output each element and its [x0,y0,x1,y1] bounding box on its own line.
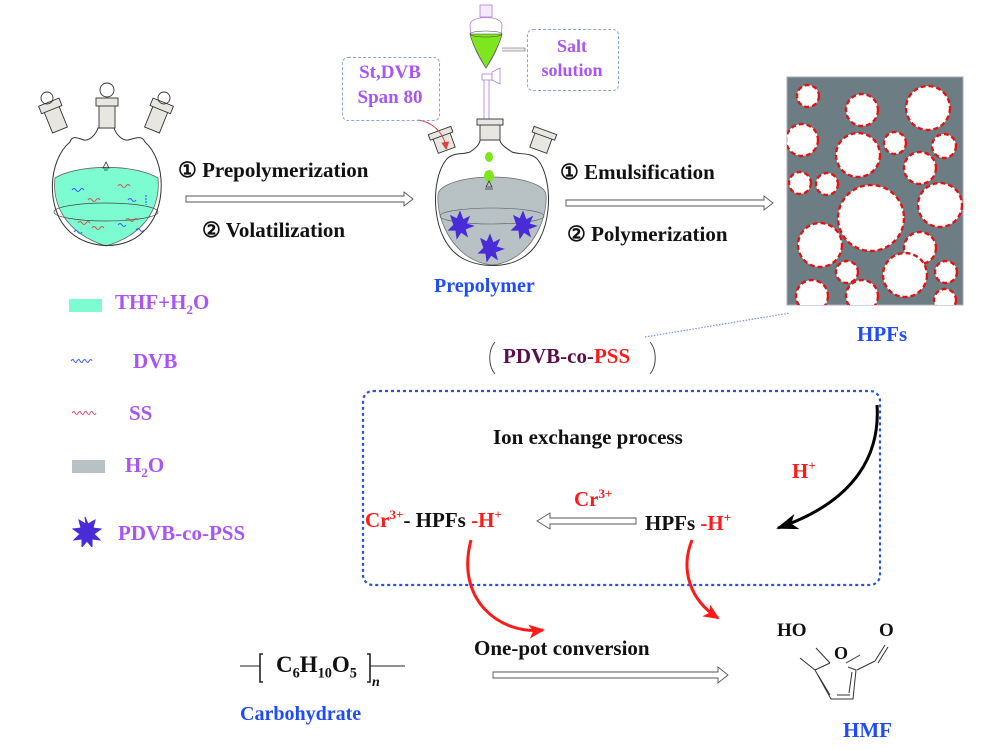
h-plus-label: H+ [792,458,816,483]
process-arrow-1 [185,191,414,207]
repeat-unit-n: n [372,675,380,690]
composition-prefix: PDVB-co- [503,344,594,368]
hmf-ho-label: HO [777,620,807,641]
one-pot-conversion-label: One-pot conversion [474,636,650,660]
h-plus-curved-arrow [776,404,879,530]
step2-polymerization-label: ② Polymerization [567,222,728,246]
thf-water-swatch-icon [69,299,102,312]
composition-suffix: PSS [593,344,631,368]
monomer-callout-line1: St,DVB [359,62,421,83]
salt-callout-line1: Salt [556,36,587,56]
hmf-carbonyl-oxygen: O [879,620,894,641]
polymer-cluster-icon [447,210,538,263]
carbohydrate-formula: C6H10O5 [276,652,357,682]
cr-exchange-arrow [536,512,637,530]
hpfs-h-reactant: HPFs -H+ [645,510,732,535]
legend-label-dvb: DVB [133,349,178,373]
step1-volatilization-label: ② Volatilization [202,218,346,242]
monomer-callout-line2: Span 80 [357,87,423,108]
cr-arrow-label: Cr3+ [574,486,613,511]
hpfs-text: - HPFs [403,508,472,532]
dvb-chain-icon [70,359,93,363]
thf-water-liquid [54,166,159,247]
polymer-cluster-icon [71,516,102,547]
conversion-arrow [492,666,729,684]
ss-chain-icon [71,411,97,415]
hmf-label: HMF [843,718,892,742]
legend-label-thf-water: THF+H2O [115,290,210,318]
salt-callout-text: Salt solution [530,34,614,82]
salt-callout-box [527,29,619,91]
composition-link [644,312,791,338]
hpfs-text: HPFs [645,511,701,535]
hpfs-title: HPFs [857,322,908,346]
monomer-callout-box [342,57,440,121]
catalyst-arrow-left [466,539,545,639]
carbohydrate-label: Carbohydrate [240,703,362,725]
prepolymer-title: Prepolymer [434,275,535,297]
cr-symbol: Cr [365,508,390,532]
separatory-funnel [469,4,526,125]
hpfs-composition: PDVB-co-PSS [503,344,630,369]
hmf-ring-oxygen: O [834,643,849,663]
process-arrow-2 [565,195,774,211]
three-neck-flask-thf [37,82,175,247]
legend-label-ss: SS [129,401,153,425]
step1-prepolymerization-label: ① Prepolymerization [178,158,369,182]
legend-label-pdvb-co-pss: PDVB-co-PSS [118,521,246,545]
three-neck-flask-prepolymer [417,118,558,266]
hpfs-porous-structure [786,76,964,306]
h-group: -H [471,508,495,532]
water-swatch-icon [72,460,105,473]
ion-exchange-box [361,389,882,587]
h-group: -H [700,511,724,535]
carbohydrate-bracket [240,653,405,683]
step2-emulsification-label: ① Emulsification [560,160,715,184]
monomer-callout-text: St,DVB Span 80 [350,60,430,110]
ion-exchange-title: Ion exchange process [493,425,683,449]
salt-callout-line2: solution [541,60,603,80]
legend-label-water: H2O [125,453,165,481]
catalyst-arrow-right [685,539,720,620]
hmf-structure [799,644,889,700]
cr-hpfs-product: Cr3+- HPFs -H+ [365,507,502,532]
